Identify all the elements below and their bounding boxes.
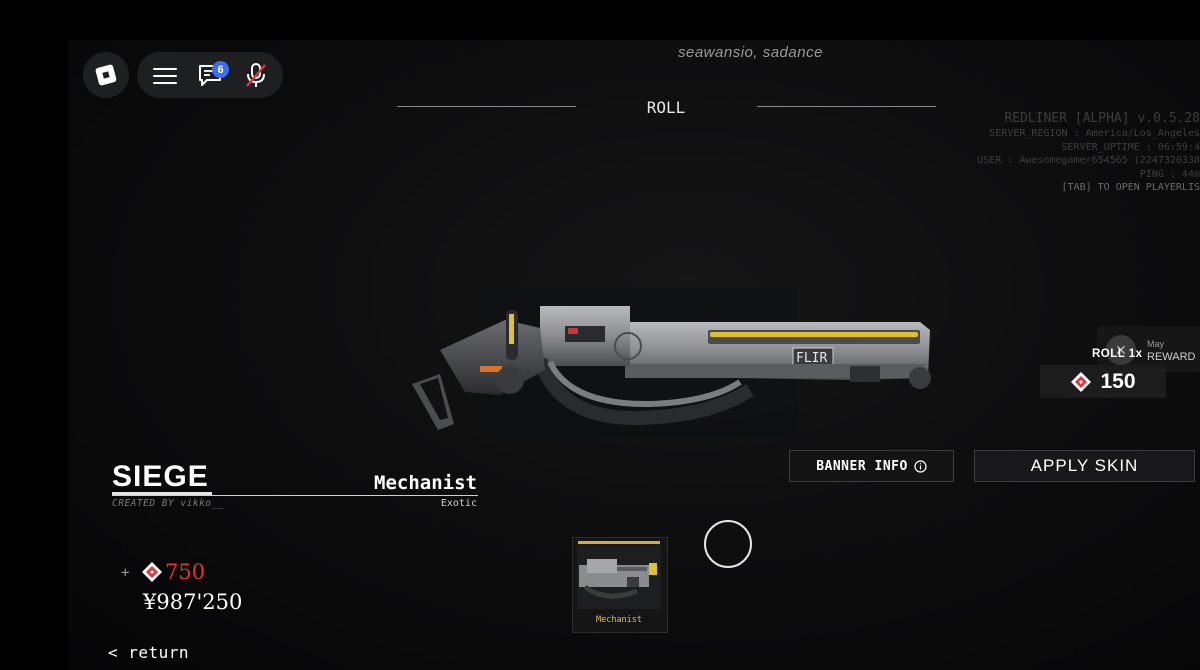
return-button[interactable]: < return <box>108 643 190 662</box>
roll-cost: 150 <box>1100 369 1136 393</box>
roblox-menu-button[interactable] <box>83 52 129 98</box>
weapon-preview-image: FLIR <box>412 306 931 430</box>
weapon-badge-text: FLIR <box>796 351 827 366</box>
add-currency-icon[interactable]: + <box>121 565 130 581</box>
server-region: SERVER_REGION : America/Los_Angeles <box>989 128 1200 139</box>
skin-divider <box>112 495 478 496</box>
roll-1x-button[interactable]: 150 <box>1040 365 1166 398</box>
gem-balance-value: 750 <box>165 560 206 584</box>
game-version: REDLINER [ALPHA] v.0.5.28 <box>1004 111 1200 126</box>
skin-thumbnail-label: Mechanist <box>595 615 643 625</box>
roll-header-title: ROLL <box>646 98 686 117</box>
roll-header-divider-right <box>757 106 936 107</box>
banner-info-label: BANNER INFO <box>816 458 908 474</box>
roblox-logo-icon <box>94 63 118 87</box>
close-icon: ✕ <box>1115 341 1127 358</box>
server-info-panel: REDLINER [ALPHA] v.0.5.28 SERVER_REGION … <box>940 110 1200 195</box>
yen-balance: ¥987'250 <box>143 590 243 614</box>
reward-month: May <box>1147 339 1165 349</box>
gem-balance: 750 <box>141 560 205 584</box>
menu-icon[interactable] <box>153 68 177 84</box>
skin-thumbnail-image <box>577 545 661 609</box>
skin-creator: CREATED BY vikko__ <box>112 498 224 509</box>
info-icon <box>914 459 927 473</box>
banner-info-button[interactable]: BANNER INFO <box>789 450 954 482</box>
chat-unread-badge: 6 <box>212 61 229 78</box>
apply-skin-button[interactable]: APPLY SKIN <box>974 450 1195 482</box>
reward-close-button[interactable]: ✕ <box>1106 335 1136 365</box>
skin-class: Mechanist <box>374 472 477 494</box>
mic-muted-icon[interactable] <box>245 62 267 88</box>
roll-1x-label: ROLL 1x <box>1092 348 1143 360</box>
gem-icon <box>142 562 162 582</box>
gem-icon <box>1071 371 1092 392</box>
roll-header-divider-left <box>397 106 576 107</box>
thumbnail-accent-bar <box>578 541 660 544</box>
nearby-players-text: seawansio, sadance <box>678 44 823 61</box>
skin-divider-accent <box>112 492 212 495</box>
server-ping: PING : 44m <box>1139 168 1200 180</box>
reward-label: REWARD <box>1147 351 1196 363</box>
playerlist-hint: [TAB] TO OPEN PLAYERLIS <box>1061 182 1200 193</box>
skin-name: SIEGE <box>112 460 209 493</box>
server-user: USER : Awesomegamer654565 (2247320338 <box>977 155 1200 166</box>
server-uptime: SERVER_UPTIME : 06:59:4 <box>1061 141 1200 153</box>
skin-rarity: Exotic <box>440 498 477 509</box>
cursor-ring-icon <box>704 520 752 568</box>
